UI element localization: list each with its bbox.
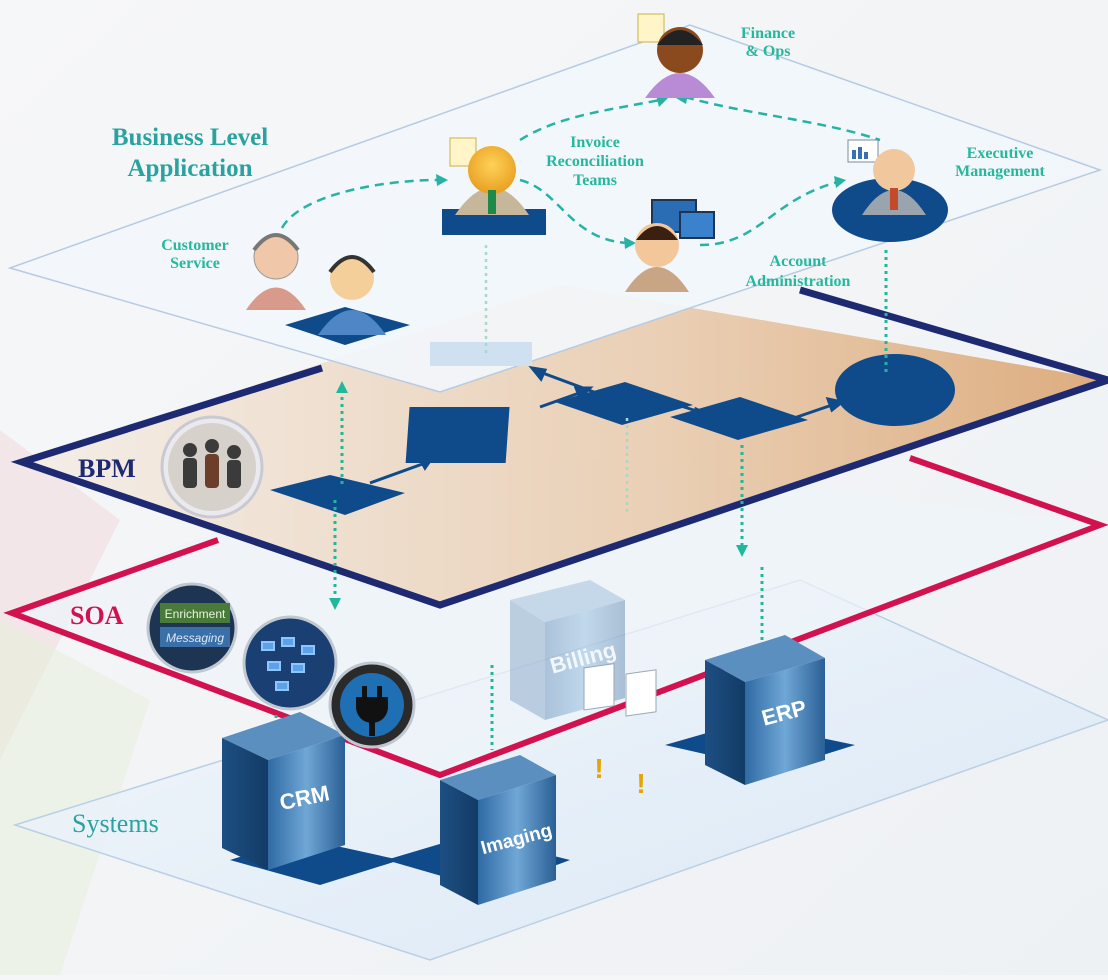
svg-text:Messaging: Messaging <box>166 631 224 645</box>
soa-outline <box>3 455 1108 779</box>
finance-person-icon <box>637 13 715 98</box>
business-level-title: Business Level Application <box>111 124 269 183</box>
bpm-diamond-right <box>670 397 808 440</box>
svg-text:!: ! <box>636 768 645 799</box>
account-administration-label: Account Administration <box>745 253 851 290</box>
executive-management-label: Executive Management <box>955 145 1045 180</box>
bpm-plane <box>22 285 1108 605</box>
executive-person-icon <box>847 139 926 215</box>
bpm-end-event <box>835 354 955 426</box>
soa-layer-label: SOA <box>70 601 124 630</box>
soa-enrichment-badge: Enrichment Messaging <box>146 582 238 674</box>
alert-icon: ! <box>583 663 615 784</box>
bpm-layer-label: BPM <box>78 454 136 483</box>
bpm-diamond-mid <box>555 382 693 425</box>
customer-service-agent-icon <box>318 255 386 335</box>
svg-text:Enrichment: Enrichment <box>165 607 226 621</box>
customer-service-agent-icon <box>246 233 306 310</box>
finance-ops-label: Finance & Ops <box>740 25 796 60</box>
erp-server: ERP <box>705 635 825 785</box>
bpm-people-icon <box>160 415 264 519</box>
bpm-diamond-start <box>270 475 405 515</box>
imaging-server: Imaging <box>440 755 556 905</box>
plug-icon <box>328 661 416 749</box>
crm-server: CRM <box>222 712 345 870</box>
systems-layer-label: Systems <box>72 809 159 838</box>
svg-text:!: ! <box>594 753 603 784</box>
bpm-outline <box>10 364 1108 609</box>
invoice-teams-label: Invoice Reconciliation Teams <box>546 134 644 190</box>
customer-service-label: Customer Service <box>161 237 229 272</box>
soa-network-badge <box>242 615 338 711</box>
bpm-task-rect <box>405 407 510 463</box>
ghost-pad <box>430 342 532 366</box>
invoice-team-person-icon <box>449 137 529 215</box>
alert-icon: ! <box>625 669 657 799</box>
account-admin-person-icon <box>625 199 715 292</box>
